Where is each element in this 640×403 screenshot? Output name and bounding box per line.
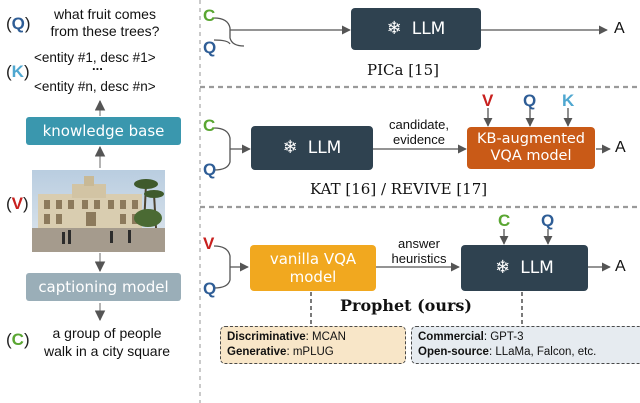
prophet-llm-box: ❄ LLM [461,245,588,291]
kat-input-v: V [482,91,494,110]
kat-llm-box: ❄ LLM [251,126,373,170]
knowledge-base-box: knowledge base [26,117,181,145]
kat-input-merge [213,127,231,171]
entity-dots: ... [92,58,103,73]
prophet-input-v: V [203,234,215,253]
prophet-input-q2: Q [541,211,555,230]
prophet-input-q: Q [203,279,217,298]
kat-edge-label: candidate, evidence [389,117,449,147]
snowflake-icon: ❄ [386,18,402,39]
pica-input-merge [213,17,245,47]
prophet-output: A [615,258,626,275]
caption-text: a group of people walk in a city square [43,325,171,359]
snowflake-icon: ❄ [282,137,298,158]
city-square-photo [32,170,165,252]
llm-note: Commercial: GPT-3 Open-source: LLaMa, Fa… [411,326,640,364]
visual-marker: (V) [6,194,29,213]
prophet-edge-label: answer heuristics [391,236,447,266]
knowledge-marker: (K) [6,62,30,81]
kat-input-q2: Q [523,91,537,110]
question-marker: (Q) [6,14,31,33]
prophet-llm-label: LLM [520,258,554,278]
kat-input-k: K [562,91,575,110]
kat-output: A [615,139,626,156]
kb-augmented-vqa-box: KB-augmented VQA model [467,127,595,169]
knowledge-base-label: knowledge base [42,122,165,140]
kb-augmented-vqa-label: KB-augmented VQA model [476,131,585,164]
pica-input-c: C [203,6,216,25]
kat-input-c: C [203,116,216,135]
question-text: what fruit comes from these trees? [50,6,160,39]
pica-input-q: Q [203,38,217,57]
kat-caption: KAT [16] / REVIVE [17] [310,180,488,198]
caption-marker: (C) [6,330,30,349]
vanilla-vqa-label: vanilla VQA model [269,250,357,286]
pica-output: A [614,20,625,37]
prophet-input-merge [213,245,231,289]
kat-llm-label: LLM [307,138,342,158]
pica-llm-box: ❄ LLM [351,8,481,50]
pica-llm-label: LLM [411,19,446,39]
snowflake-icon: ❄ [495,257,511,278]
prophet-input-c: C [498,211,511,230]
entity-line-1: <entity #1, desc #1> [34,50,156,65]
vanilla-vqa-box: vanilla VQA model [250,245,376,291]
entity-line-n: <entity #n, desc #n> [34,79,156,94]
pica-caption: PICa [15] [367,61,439,79]
kat-input-q: Q [203,160,217,179]
prophet-caption: Prophet (ours) [340,296,472,315]
captioning-model-box: captioning model [26,273,181,301]
captioning-model-label: captioning model [38,278,169,296]
vqa-note: Discriminative: MCAN Generative: mPLUG [220,326,406,364]
